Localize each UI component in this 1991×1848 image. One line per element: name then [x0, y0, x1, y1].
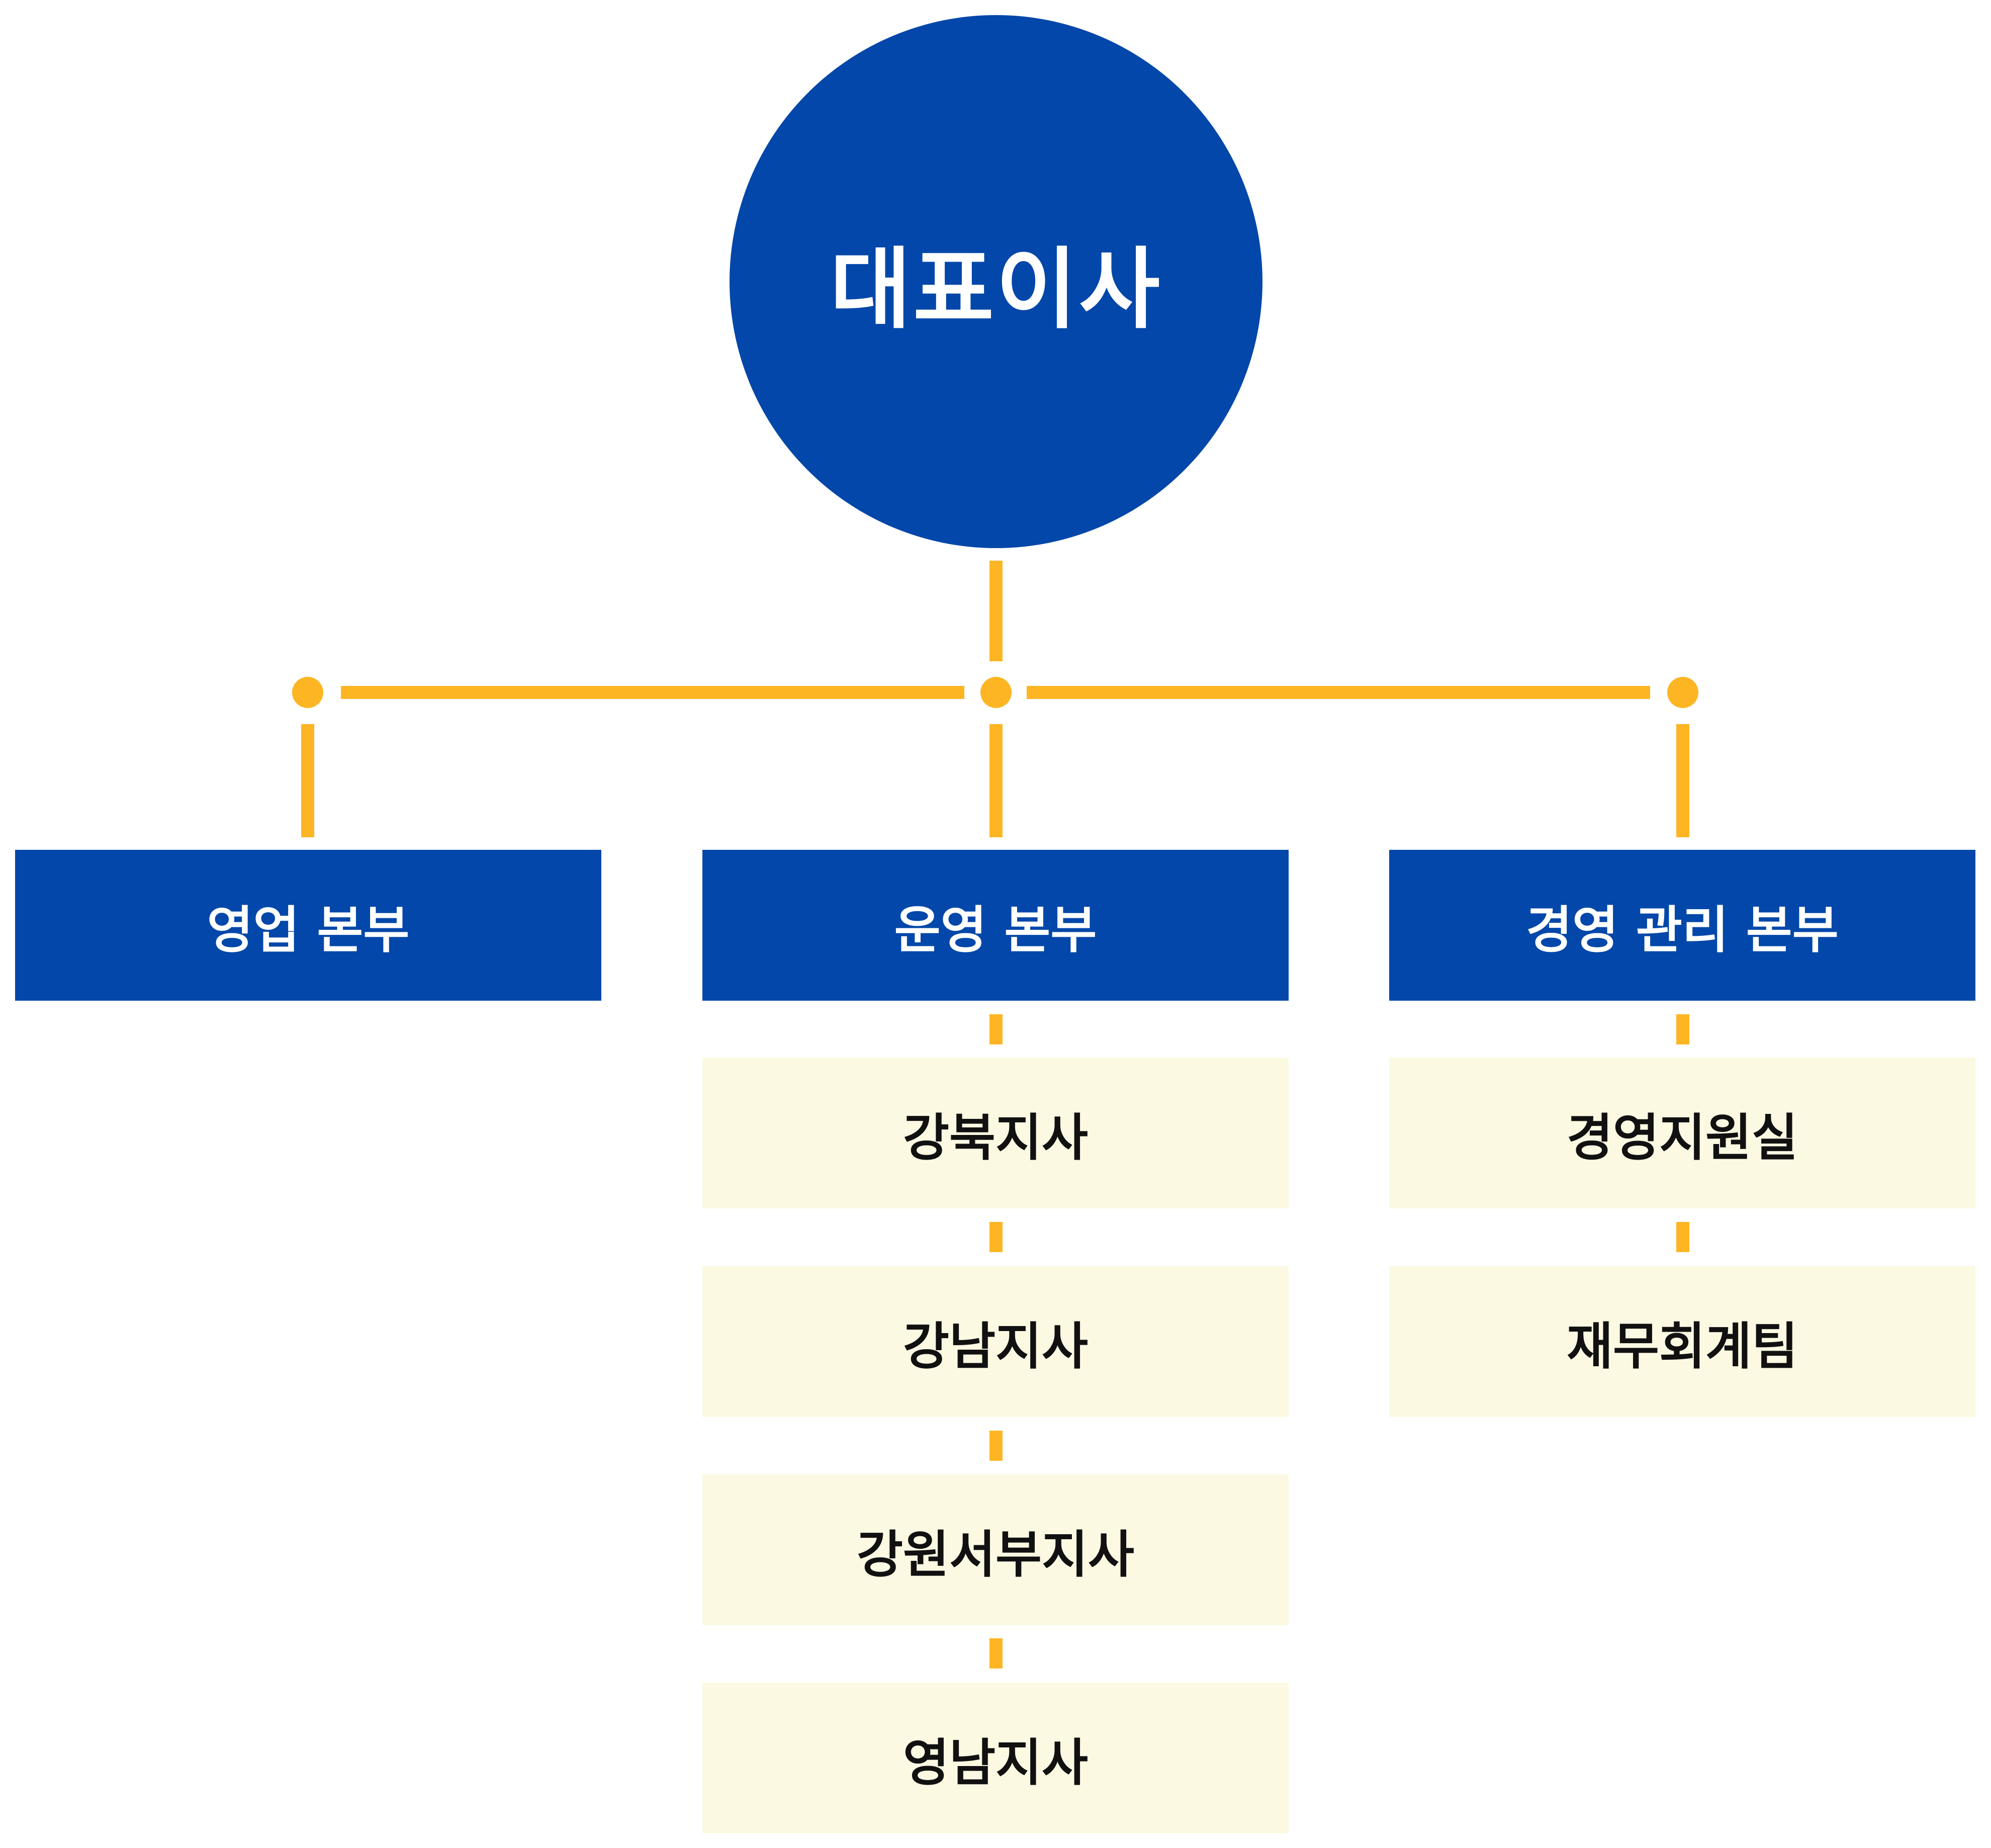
- division-box-sales: 영업 본부: [15, 850, 601, 1001]
- unit-label: 영남지사: [903, 1733, 1088, 1792]
- dashed-connector: [989, 1431, 1003, 1461]
- horizontal-connector-right: [1027, 686, 1650, 699]
- division-box-operations: 운영 본부: [702, 850, 1289, 1001]
- unit-box: 강북지사: [702, 1058, 1289, 1208]
- junction-dot-left: [292, 677, 323, 708]
- unit-label: 강북지사: [903, 1108, 1088, 1167]
- horizontal-connector-left: [341, 686, 964, 699]
- unit-box: 영남지사: [702, 1683, 1289, 1833]
- division-connector-1: [301, 724, 314, 837]
- division-connector-3: [1676, 724, 1689, 837]
- dashed-connector: [1676, 1014, 1689, 1044]
- unit-box: 강남지사: [702, 1266, 1289, 1417]
- junction-dot-center: [980, 677, 1012, 708]
- ceo-node: 대표이사: [730, 15, 1262, 548]
- unit-label: 재무회계팀: [1567, 1316, 1798, 1376]
- division-connector-2: [989, 724, 1003, 837]
- dashed-connector: [989, 1222, 1003, 1252]
- division-label: 경영 관리 본부: [1526, 900, 1839, 959]
- dashed-connector: [989, 1014, 1003, 1044]
- unit-box: 강원서부지사: [702, 1474, 1289, 1625]
- unit-label: 경영지원실: [1567, 1108, 1798, 1167]
- dashed-connector: [1676, 1222, 1689, 1252]
- ceo-connector: [989, 561, 1003, 661]
- unit-box: 경영지원실: [1389, 1058, 1975, 1208]
- division-label: 운영 본부: [894, 900, 1097, 959]
- unit-box: 재무회계팀: [1389, 1266, 1975, 1417]
- junction-dot-right: [1667, 677, 1698, 708]
- unit-label: 강남지사: [903, 1316, 1088, 1376]
- division-label: 영업 본부: [207, 900, 410, 959]
- unit-label: 강원서부지사: [857, 1525, 1134, 1584]
- dashed-connector: [989, 1638, 1003, 1668]
- ceo-label: 대표이사: [830, 238, 1162, 341]
- division-box-management: 경영 관리 본부: [1389, 850, 1975, 1001]
